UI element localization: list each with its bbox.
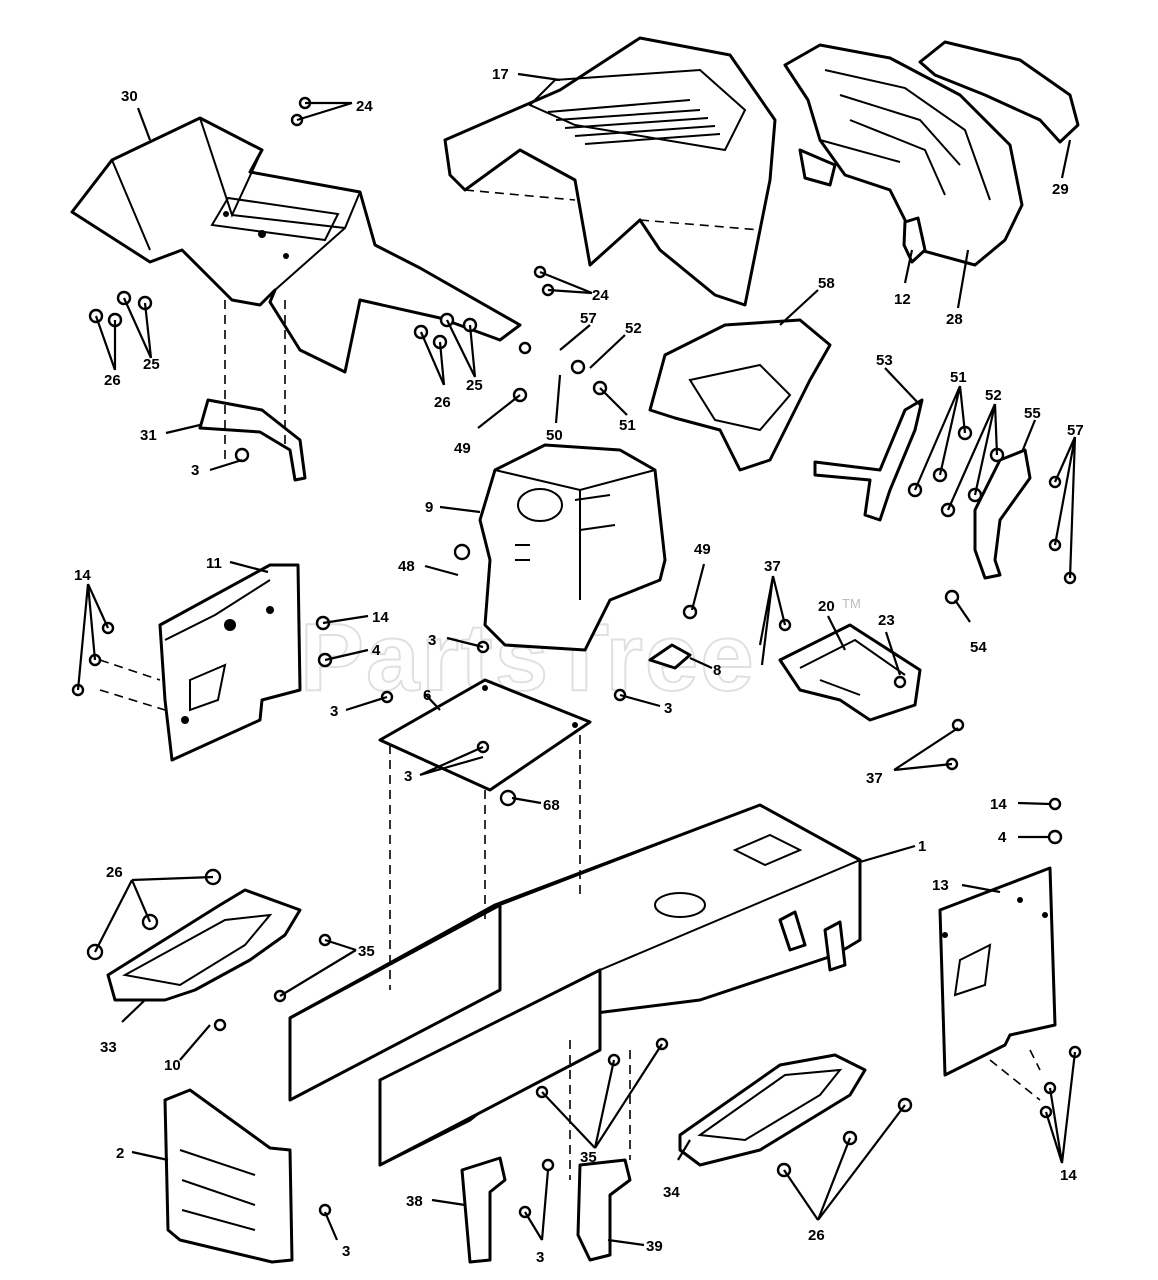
- callout-35[interactable]: 35: [358, 943, 375, 960]
- callout-37[interactable]: 37: [764, 558, 781, 575]
- part-28-grille[interactable]: [783, 43, 1024, 267]
- callout-1[interactable]: 1: [918, 838, 926, 855]
- callout-52[interactable]: 52: [625, 320, 642, 337]
- callout-20[interactable]: 20: [818, 598, 835, 615]
- leader-lines: [76, 72, 1077, 1247]
- callout-9[interactable]: 9: [425, 499, 433, 516]
- callout-11[interactable]: 11: [206, 555, 222, 572]
- callout-38[interactable]: 38: [406, 1193, 423, 1210]
- callout-6[interactable]: 6: [423, 687, 431, 704]
- callout-57-b[interactable]: 57: [1067, 422, 1084, 439]
- callout-54[interactable]: 54: [970, 639, 987, 656]
- part-30-fender[interactable]: [70, 116, 522, 374]
- callout-31[interactable]: 31: [140, 427, 157, 444]
- callout-4-b[interactable]: 4: [998, 829, 1007, 846]
- callout-28[interactable]: 28: [946, 311, 963, 328]
- part-20-bracket[interactable]: [778, 623, 922, 722]
- callout-3-g[interactable]: 3: [342, 1243, 350, 1260]
- watermark-tm: TM: [842, 596, 861, 611]
- callout-26-d[interactable]: 26: [808, 1227, 825, 1244]
- callout-14-d[interactable]: 14: [1060, 1167, 1077, 1184]
- callout-26-b[interactable]: 26: [434, 394, 451, 411]
- part-33-footrest[interactable]: [106, 888, 302, 1002]
- callout-3-b[interactable]: 3: [428, 632, 436, 649]
- callout-49[interactable]: 49: [454, 440, 471, 457]
- part-29-lens[interactable]: [918, 40, 1080, 144]
- part-12-clip[interactable]: [902, 216, 927, 264]
- callouts: 30 24 17 29 24 12 28 58 25 26 57 52 26 2…: [74, 66, 1084, 1266]
- assembly-lines: [99, 300, 1041, 1180]
- callout-3-f[interactable]: 3: [536, 1249, 544, 1266]
- callout-24-b[interactable]: 24: [592, 287, 609, 304]
- callout-12[interactable]: 12: [894, 291, 911, 308]
- callout-23[interactable]: 23: [878, 612, 895, 629]
- part-2-bracket[interactable]: [163, 1088, 294, 1264]
- part-6-plate[interactable]: [378, 678, 592, 792]
- callout-55[interactable]: 55: [1024, 405, 1041, 422]
- part-1-frame[interactable]: [288, 803, 863, 1167]
- callout-51[interactable]: 51: [619, 417, 636, 434]
- callout-3-c[interactable]: 3: [330, 703, 338, 720]
- callout-51-b[interactable]: 51: [950, 369, 967, 386]
- callout-68[interactable]: 68: [543, 797, 560, 814]
- callout-52-b[interactable]: 52: [985, 387, 1002, 404]
- callout-29[interactable]: 29: [1052, 181, 1069, 198]
- callout-2[interactable]: 2: [116, 1145, 124, 1162]
- callout-17[interactable]: 17: [492, 66, 509, 83]
- part-55-bracket[interactable]: [973, 448, 1032, 580]
- callout-50[interactable]: 50: [546, 427, 563, 444]
- part-38-bracket[interactable]: [460, 1156, 507, 1264]
- callout-57[interactable]: 57: [580, 310, 597, 327]
- callout-30[interactable]: 30: [121, 88, 138, 105]
- callout-13[interactable]: 13: [932, 877, 949, 894]
- callout-25[interactable]: 25: [143, 356, 160, 373]
- callout-48[interactable]: 48: [398, 558, 415, 575]
- callout-14-c[interactable]: 14: [990, 796, 1007, 813]
- part-13-panel[interactable]: [938, 866, 1057, 1077]
- callout-4[interactable]: 4: [372, 642, 381, 659]
- callout-14[interactable]: 14: [74, 567, 91, 584]
- part-39-bracket[interactable]: [576, 1158, 632, 1262]
- part-11-panel[interactable]: [158, 563, 302, 762]
- callout-53[interactable]: 53: [876, 352, 893, 369]
- callout-26[interactable]: 26: [104, 372, 121, 389]
- part-8-clip[interactable]: [648, 643, 692, 670]
- callout-3-e[interactable]: 3: [404, 768, 412, 785]
- part-9-dash[interactable]: [478, 443, 667, 652]
- part-31-bracket[interactable]: [198, 398, 307, 482]
- callout-10[interactable]: 10: [164, 1057, 181, 1074]
- callout-39[interactable]: 39: [646, 1238, 663, 1255]
- part-53-bracket[interactable]: [813, 398, 924, 522]
- callout-26-c[interactable]: 26: [106, 864, 123, 881]
- callout-14-b[interactable]: 14: [372, 609, 389, 626]
- callout-24[interactable]: 24: [356, 98, 373, 115]
- callout-3[interactable]: 3: [191, 462, 199, 479]
- callout-34[interactable]: 34: [663, 1184, 680, 1201]
- callout-35-b[interactable]: 35: [580, 1149, 597, 1166]
- callout-33[interactable]: 33: [100, 1039, 117, 1056]
- callout-25-b[interactable]: 25: [466, 377, 483, 394]
- callout-49-b[interactable]: 49: [694, 541, 711, 558]
- part-34-footrest[interactable]: [678, 1053, 867, 1167]
- callout-37-b[interactable]: 37: [866, 770, 883, 787]
- part-58-pan[interactable]: [648, 318, 832, 472]
- callout-8[interactable]: 8: [713, 662, 721, 679]
- callout-3-d[interactable]: 3: [664, 700, 672, 717]
- callout-58[interactable]: 58: [818, 275, 835, 292]
